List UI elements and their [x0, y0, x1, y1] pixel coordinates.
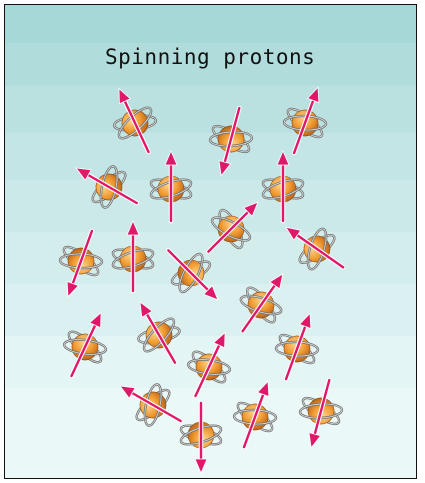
spin-arrow-shaft	[70, 322, 98, 378]
proton	[111, 219, 155, 294]
spin-arrow-head	[66, 280, 80, 298]
spin-arrow-head	[118, 87, 132, 105]
proton	[179, 400, 223, 475]
proton	[282, 86, 328, 156]
spin-arrow-shaft	[194, 342, 222, 398]
proton	[274, 312, 320, 382]
spin-arrow-head	[164, 149, 178, 166]
spin-arrow-head	[306, 86, 320, 104]
proton	[112, 87, 158, 155]
spin-arrow-shaft	[144, 311, 177, 364]
spin-arrow-shaft	[242, 391, 266, 449]
proton	[232, 380, 278, 450]
spin-arrow-head	[139, 301, 153, 318]
spin-arrow-shaft	[313, 378, 331, 438]
spin-arrow-shaft	[70, 229, 94, 287]
figure-panel: Spinning protons	[4, 4, 417, 479]
proton	[206, 201, 259, 254]
proton	[137, 301, 181, 365]
proton	[58, 228, 104, 298]
proton	[285, 226, 346, 271]
spin-arrow-shaft	[129, 390, 182, 423]
proton	[208, 105, 254, 177]
spin-arrow-shaft	[167, 249, 211, 293]
proton	[149, 149, 193, 224]
spin-arrow-head	[88, 311, 102, 329]
spin-arrow-shaft	[207, 209, 251, 253]
spin-arrow-head	[298, 312, 312, 330]
spin-arrow-shaft	[241, 282, 278, 333]
proton	[298, 377, 344, 449]
proton	[261, 149, 305, 224]
proton	[166, 248, 219, 301]
spin-arrow-shaft	[292, 97, 316, 155]
spin-arrow-shaft	[294, 232, 345, 269]
spin-arrow-head	[218, 160, 232, 177]
spin-arrow-head	[285, 226, 302, 241]
spin-arrow-head	[75, 167, 92, 181]
spin-arrow-head	[256, 380, 270, 398]
spin-arrow-head	[126, 219, 140, 236]
proton	[62, 311, 108, 379]
spin-arrow-shaft	[284, 323, 308, 381]
proton	[119, 383, 183, 427]
proton	[75, 165, 139, 209]
spin-arrow-head	[203, 285, 219, 301]
spin-arrow-head	[269, 273, 284, 290]
protons-layer	[58, 86, 346, 475]
spin-arrow-shaft	[122, 98, 150, 154]
spin-arrow-shaft	[223, 106, 241, 166]
proton	[239, 273, 284, 334]
proton	[186, 331, 232, 399]
spin-arrow-head	[194, 458, 208, 475]
spin-arrow-head	[119, 385, 136, 399]
spin-arrow-head	[308, 432, 322, 449]
spin-arrow-shaft	[85, 172, 138, 205]
spin-arrow-head	[276, 149, 290, 166]
spin-arrow-head	[212, 331, 226, 349]
figure-title: Spinning protons	[105, 45, 316, 69]
spin-arrow-head	[243, 201, 259, 217]
